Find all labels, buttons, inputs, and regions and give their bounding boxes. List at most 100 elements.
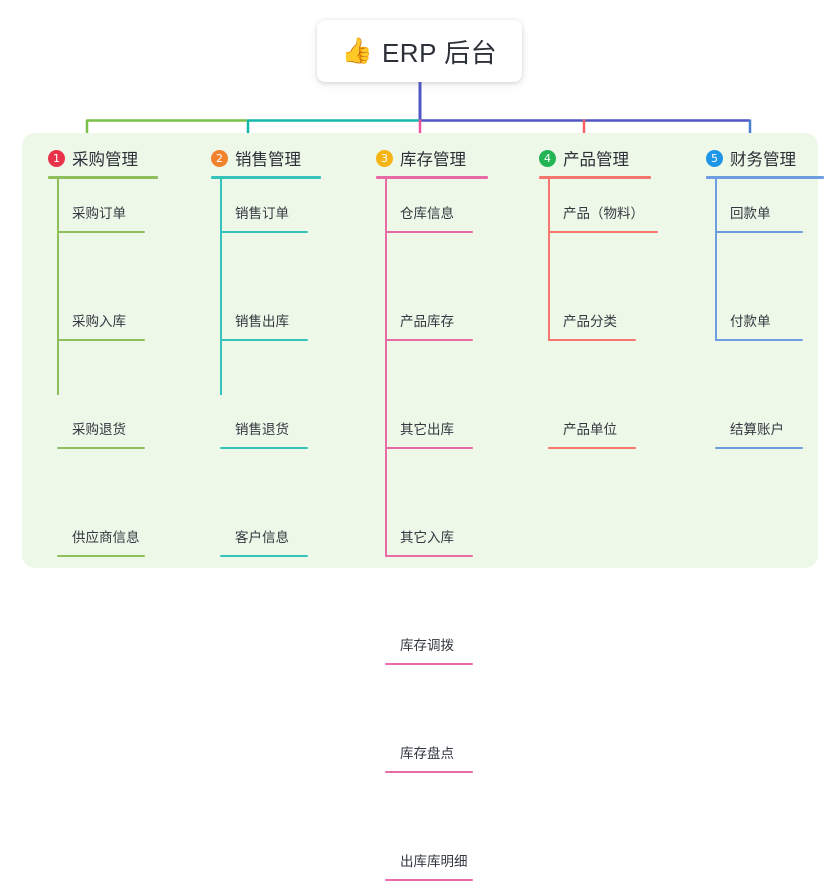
leaf-item[interactable]: 采购退货 bbox=[34, 395, 158, 449]
leaf-item-label: 其它入库 bbox=[400, 530, 454, 545]
leaf-item[interactable]: 产品分类 bbox=[525, 287, 651, 341]
leaf-item-rule bbox=[57, 447, 145, 449]
leaf-item-label: 其它出库 bbox=[400, 422, 454, 437]
leaf-item[interactable]: 库存调拨 bbox=[362, 611, 488, 665]
leaf-item-label: 产品单位 bbox=[563, 422, 617, 437]
leaf-item-rule bbox=[385, 771, 473, 773]
leaf-group-product: 产品（物料） 产品分类产品单位 bbox=[525, 179, 658, 449]
leaf-item-label: 产品库存 bbox=[400, 314, 454, 329]
column-purchase: 1 采购管理采购订单采购入库采购退货供应商信息 bbox=[34, 145, 158, 557]
leaf-item-rule bbox=[715, 339, 803, 341]
root-node-title: ERP 后台 bbox=[381, 37, 498, 68]
thumbs-up-icon: 👍 bbox=[341, 36, 373, 65]
leaf-item-rule bbox=[715, 231, 803, 233]
leaf-item[interactable]: 采购订单 bbox=[34, 179, 158, 233]
leaf-item-label: 付款单 bbox=[730, 314, 771, 329]
leaf-item-rule bbox=[57, 231, 145, 233]
column-rule-purchase bbox=[48, 176, 158, 179]
leaf-item-rule bbox=[715, 447, 803, 449]
leaf-item[interactable]: 结算账户 bbox=[692, 395, 824, 449]
column-spine-purchase bbox=[57, 179, 59, 395]
leaf-group-purchase: 采购订单采购入库采购退货供应商信息 bbox=[34, 179, 158, 557]
column-header-finance[interactable]: 5 财务管理 bbox=[692, 145, 824, 171]
leaf-item-rule bbox=[57, 339, 145, 341]
leaf-item-label: 采购订单 bbox=[72, 206, 126, 221]
column-product: 4 产品管理产品（物料） 产品分类产品单位 bbox=[525, 145, 658, 449]
column-rule-sales bbox=[211, 176, 321, 179]
leaf-item[interactable]: 客户信息 bbox=[197, 503, 321, 557]
leaf-item-label: 产品（物料） bbox=[563, 206, 644, 221]
leaf-item[interactable]: 采购入库 bbox=[34, 287, 158, 341]
leaf-item-label: 采购退货 bbox=[72, 422, 126, 437]
leaf-item[interactable]: 回款单 bbox=[692, 179, 824, 233]
leaf-item-label: 销售退货 bbox=[235, 422, 289, 437]
leaf-item[interactable]: 出库库明细 bbox=[362, 827, 488, 881]
leaf-item-rule bbox=[548, 447, 636, 449]
column-badge-product: 4 bbox=[539, 149, 556, 167]
leaf-item[interactable]: 产品库存 bbox=[362, 287, 488, 341]
leaf-item-rule bbox=[548, 339, 636, 341]
leaf-item-rule bbox=[385, 663, 473, 665]
leaf-item-label: 产品分类 bbox=[563, 314, 617, 329]
column-title-product: 产品管理 bbox=[563, 151, 629, 169]
column-rule-finance bbox=[706, 176, 824, 179]
column-badge-sales: 2 bbox=[211, 149, 228, 167]
leaf-item-label: 回款单 bbox=[730, 206, 771, 221]
root-node-card[interactable]: 👍 ERP 后台 bbox=[317, 20, 522, 82]
column-inventory: 3 库存管理仓库信息产品库存其它出库其它入库库存调拨库存盘点出库库明细 bbox=[362, 145, 488, 881]
leaf-item-label: 客户信息 bbox=[235, 530, 289, 545]
column-header-product[interactable]: 4 产品管理 bbox=[525, 145, 651, 171]
leaf-group-inventory: 仓库信息产品库存其它出库其它入库库存调拨库存盘点出库库明细 bbox=[362, 179, 488, 881]
leaf-item-rule bbox=[57, 555, 145, 557]
leaf-item-rule bbox=[385, 447, 473, 449]
column-title-purchase: 采购管理 bbox=[72, 151, 138, 169]
column-sales: 2 销售管理销售订单销售出库销售退货客户信息 bbox=[197, 145, 321, 557]
leaf-item-label: 销售出库 bbox=[235, 314, 289, 329]
leaf-item[interactable]: 库存盘点 bbox=[362, 719, 488, 773]
leaf-item-label: 销售订单 bbox=[235, 206, 289, 221]
leaf-item-label: 出库库明细 bbox=[400, 854, 468, 869]
column-title-inventory: 库存管理 bbox=[400, 151, 466, 169]
leaf-item-rule bbox=[220, 231, 308, 233]
leaf-group-sales: 销售订单销售出库销售退货客户信息 bbox=[197, 179, 321, 557]
leaf-item-label: 供应商信息 bbox=[72, 530, 140, 545]
leaf-group-finance: 回款单付款单结算账户 bbox=[692, 179, 824, 449]
leaf-item[interactable]: 销售订单 bbox=[197, 179, 321, 233]
column-title-finance: 财务管理 bbox=[730, 151, 796, 169]
column-badge-purchase: 1 bbox=[48, 149, 65, 167]
column-spine-product bbox=[548, 179, 550, 341]
column-title-sales: 销售管理 bbox=[235, 151, 301, 169]
column-header-inventory[interactable]: 3 库存管理 bbox=[362, 145, 488, 171]
leaf-item[interactable]: 产品单位 bbox=[525, 395, 651, 449]
leaf-item-label: 仓库信息 bbox=[400, 206, 454, 221]
leaf-item-rule bbox=[220, 339, 308, 341]
leaf-item-rule bbox=[220, 447, 308, 449]
leaf-item[interactable]: 产品（物料） bbox=[525, 179, 658, 233]
leaf-item-label: 结算账户 bbox=[730, 422, 784, 437]
leaf-item-label: 库存盘点 bbox=[400, 746, 454, 761]
column-spine-sales bbox=[220, 179, 222, 395]
leaf-item[interactable]: 仓库信息 bbox=[362, 179, 488, 233]
leaf-item[interactable]: 供应商信息 bbox=[34, 503, 158, 557]
leaf-item-label: 库存调拨 bbox=[400, 638, 454, 653]
column-badge-inventory: 3 bbox=[376, 149, 393, 167]
leaf-item[interactable]: 其它出库 bbox=[362, 395, 488, 449]
column-badge-finance: 5 bbox=[706, 149, 723, 167]
diagram-panel: 1 采购管理采购订单采购入库采购退货供应商信息 2 销售管理销售订单销售出库销售退货客… bbox=[22, 133, 824, 881]
column-spine-inventory bbox=[385, 179, 387, 557]
leaf-item[interactable]: 付款单 bbox=[692, 287, 824, 341]
column-spine-finance bbox=[715, 179, 717, 341]
column-header-sales[interactable]: 2 销售管理 bbox=[197, 145, 321, 171]
column-header-purchase[interactable]: 1 采购管理 bbox=[34, 145, 158, 171]
leaf-item-rule bbox=[220, 555, 308, 557]
leaf-item[interactable]: 其它入库 bbox=[362, 503, 488, 557]
leaf-item-rule bbox=[385, 339, 473, 341]
leaf-item-label: 采购入库 bbox=[72, 314, 126, 329]
leaf-item-rule bbox=[548, 231, 658, 233]
leaf-item[interactable]: 销售退货 bbox=[197, 395, 321, 449]
column-finance: 5 财务管理回款单付款单结算账户 bbox=[692, 145, 824, 449]
column-rule-product bbox=[539, 176, 651, 179]
leaf-item-rule bbox=[385, 231, 473, 233]
leaf-item[interactable]: 销售出库 bbox=[197, 287, 321, 341]
leaf-item-rule bbox=[385, 555, 473, 557]
